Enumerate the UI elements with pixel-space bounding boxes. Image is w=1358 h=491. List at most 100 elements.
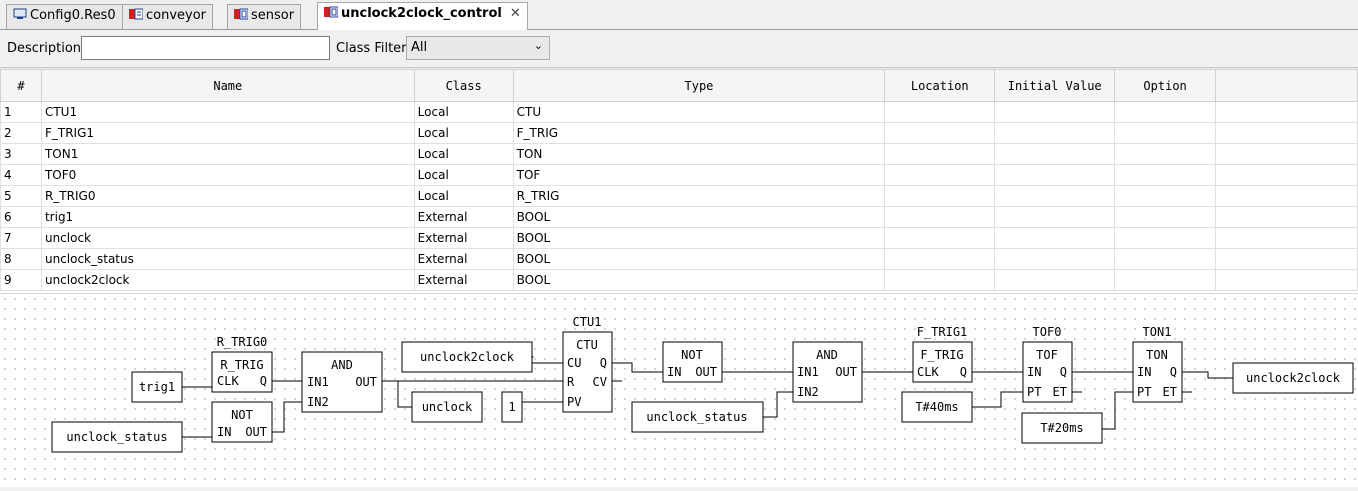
column-header-option[interactable]: Option <box>1114 69 1217 102</box>
variable-unclock-status-1[interactable]: unclock_status <box>51 421 183 453</box>
column-header-class[interactable]: Class <box>413 69 514 102</box>
cell-class[interactable]: External <box>413 269 514 291</box>
cell-initial-value[interactable] <box>994 248 1116 270</box>
cell-location[interactable] <box>884 248 996 270</box>
cell-class[interactable]: External <box>413 248 514 270</box>
variable-unclock2clock-in[interactable]: unclock2clock <box>401 341 533 373</box>
column-header-initial-value[interactable]: Initial Value <box>994 69 1116 102</box>
tab-conveyor[interactable]: conveyor <box>122 4 214 29</box>
cell-option[interactable] <box>1114 122 1217 144</box>
tab-sensor[interactable]: sensor <box>227 4 302 29</box>
cell-number[interactable]: 6 <box>0 206 42 228</box>
cell-number[interactable]: 9 <box>0 269 42 291</box>
column-header-name[interactable]: Name <box>40 69 415 102</box>
cell-initial-value[interactable] <box>994 122 1116 144</box>
cell-class[interactable]: External <box>413 227 514 249</box>
cell-class[interactable]: Local <box>413 164 514 186</box>
cell-option[interactable] <box>1114 206 1217 228</box>
cell-option[interactable] <box>1114 269 1217 291</box>
block-and-2[interactable]: AND IN1 IN2 OUT <box>792 341 863 403</box>
cell-location[interactable] <box>884 143 996 165</box>
cell-class[interactable]: Local <box>413 101 514 123</box>
constant-t40ms[interactable]: T#40ms <box>901 391 973 423</box>
variable-unclock[interactable]: unclock <box>411 391 483 423</box>
cell-name[interactable]: CTU1 <box>40 101 415 123</box>
block-ctu1[interactable]: CTU1 CTU CU R PV Q CV <box>562 315 613 413</box>
variable-unclock2clock-out[interactable]: unclock2clock <box>1232 362 1354 394</box>
cell-number[interactable]: 7 <box>0 227 42 249</box>
cell-initial-value[interactable] <box>994 143 1116 165</box>
cell-class[interactable]: Local <box>413 185 514 207</box>
cell-location[interactable] <box>884 185 996 207</box>
constant-t20ms[interactable]: T#20ms <box>1021 412 1103 444</box>
block-ton1[interactable]: TON1 TON IN PT Q ET <box>1132 325 1183 403</box>
cell-class[interactable]: Local <box>413 143 514 165</box>
cell-option[interactable] <box>1114 143 1217 165</box>
cell-location[interactable] <box>884 122 996 144</box>
cell-initial-value[interactable] <box>994 185 1116 207</box>
block-not-2[interactable]: NOT IN OUT <box>662 341 723 383</box>
cell-number[interactable]: 4 <box>0 164 42 186</box>
cell-location[interactable] <box>884 206 996 228</box>
cell-option[interactable] <box>1114 101 1217 123</box>
cell-class[interactable]: Local <box>413 122 514 144</box>
variable-unclock-status-2[interactable]: unclock_status <box>631 401 764 433</box>
block-and-1[interactable]: AND IN1 IN2 OUT <box>301 351 383 413</box>
cell-type[interactable]: BOOL <box>512 227 886 249</box>
cell-location[interactable] <box>884 101 996 123</box>
cell-name[interactable]: unclock2clock <box>40 269 415 291</box>
variable-trig1[interactable]: trig1 <box>131 371 183 403</box>
fbd-diagram-canvas[interactable]: trig1 unclock_status unclock2clock unclo… <box>0 293 1358 487</box>
cell-name[interactable]: unclock_status <box>40 248 415 270</box>
close-icon[interactable]: ✕ <box>509 6 521 21</box>
cell-location[interactable] <box>884 227 996 249</box>
cell-initial-value[interactable] <box>994 269 1116 291</box>
constant-1[interactable]: 1 <box>501 391 523 423</box>
cell-name[interactable]: TON1 <box>40 143 415 165</box>
cell-initial-value[interactable] <box>994 164 1116 186</box>
class-filter-select[interactable]: All ⌄ <box>406 36 550 60</box>
cell-name[interactable]: trig1 <box>40 206 415 228</box>
cell-name[interactable]: F_TRIG1 <box>40 122 415 144</box>
cell-number[interactable]: 5 <box>0 185 42 207</box>
cell-type[interactable]: CTU <box>512 101 886 123</box>
description-input[interactable] <box>81 36 330 60</box>
block-f-trig1[interactable]: F_TRIG1 F_TRIG CLK Q <box>912 325 973 383</box>
cell-type[interactable]: R_TRIG <box>512 185 886 207</box>
column-header-number[interactable]: # <box>0 69 42 102</box>
column-header-location[interactable]: Location <box>884 69 996 102</box>
cell-type[interactable]: BOOL <box>512 206 886 228</box>
cell-number[interactable]: 2 <box>0 122 42 144</box>
cell-name[interactable]: R_TRIG0 <box>40 185 415 207</box>
cell-type[interactable]: TOF <box>512 164 886 186</box>
cell-option[interactable] <box>1114 164 1217 186</box>
cell-type[interactable]: BOOL <box>512 269 886 291</box>
cell-location[interactable] <box>884 164 996 186</box>
block-tof0[interactable]: TOF0 TOF IN PT Q ET <box>1022 325 1073 403</box>
cell-option[interactable] <box>1114 248 1217 270</box>
cell-initial-value[interactable] <box>994 227 1116 249</box>
cell-type[interactable]: F_TRIG <box>512 122 886 144</box>
tab-config0-res0[interactable]: Config0.Res0 <box>6 4 123 29</box>
cell-option[interactable] <box>1114 185 1217 207</box>
cell-name[interactable]: unclock <box>40 227 415 249</box>
cell-number[interactable]: 8 <box>0 248 42 270</box>
cell-initial-value[interactable] <box>994 101 1116 123</box>
cell-type[interactable]: BOOL <box>512 248 886 270</box>
cell-initial-value[interactable] <box>994 206 1116 228</box>
cell-class[interactable]: External <box>413 206 514 228</box>
column-header-type[interactable]: Type <box>512 69 886 102</box>
block-r-trig0[interactable]: R_TRIG0 R_TRIG CLK Q <box>211 335 273 393</box>
cell-name[interactable]: TOF0 <box>40 164 415 186</box>
cell-number[interactable]: 3 <box>0 143 42 165</box>
tab-unclock2clock-control[interactable]: unclock2clock_control✕ <box>317 2 528 30</box>
